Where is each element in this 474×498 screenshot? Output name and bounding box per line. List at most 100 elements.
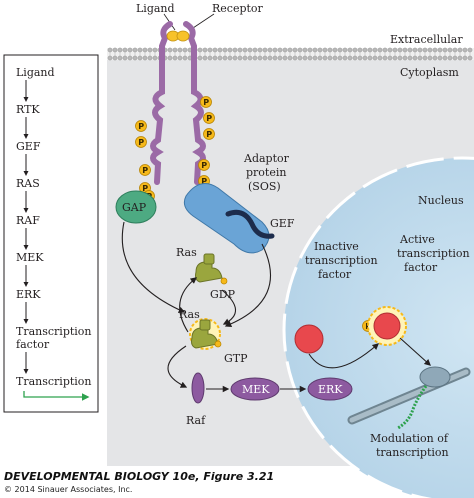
membrane-lipid-head bbox=[142, 47, 148, 53]
membrane-lipid-head bbox=[337, 47, 343, 53]
membrane-lipid-head bbox=[317, 47, 323, 53]
pathway-step-label: GEF bbox=[16, 140, 41, 153]
membrane-lipid-head bbox=[362, 55, 368, 61]
membrane-lipid-head bbox=[462, 47, 468, 53]
membrane-lipid-head bbox=[132, 47, 138, 53]
phosphate-label: P bbox=[142, 184, 148, 193]
membrane-lipid-head bbox=[347, 47, 353, 53]
membrane-lipid-head bbox=[437, 47, 443, 53]
phosphate-label: P bbox=[138, 138, 144, 147]
ras-gtp bbox=[189, 318, 222, 350]
membrane-lipid-head bbox=[432, 47, 438, 53]
membrane-lipid-head bbox=[307, 47, 313, 53]
gdp-gtp-cycle-right bbox=[221, 289, 237, 325]
active-label-3: factor bbox=[404, 261, 438, 274]
membrane-lipid-head bbox=[342, 47, 348, 53]
membrane-lipid-head bbox=[332, 47, 338, 53]
membrane-lipid-head bbox=[277, 55, 283, 61]
membrane-lipid-head bbox=[387, 47, 393, 53]
membrane-lipid-head bbox=[222, 55, 228, 61]
membrane-lipid-head bbox=[222, 47, 228, 53]
pathway-step-label: RAF bbox=[16, 214, 40, 227]
membrane-lipid-head bbox=[452, 55, 458, 61]
membrane-lipid-head bbox=[107, 55, 113, 61]
membrane-lipid-head bbox=[412, 47, 418, 53]
membrane-lipid-head bbox=[302, 47, 308, 53]
gap-protein: GAP bbox=[115, 190, 157, 224]
pathway-arrows bbox=[121, 221, 431, 393]
membrane-lipid-head bbox=[177, 55, 183, 61]
inactive-label-2: transcription bbox=[305, 254, 378, 267]
membrane-lipid-head bbox=[237, 55, 243, 61]
membrane-lipid-head bbox=[252, 55, 258, 61]
membrane-lipid-head bbox=[172, 47, 178, 53]
membrane-lipid-head bbox=[407, 55, 413, 61]
membrane-lipid-head bbox=[322, 55, 328, 61]
membrane-lipid-head bbox=[272, 55, 278, 61]
membrane-lipid-head bbox=[357, 55, 363, 61]
membrane-lipid-head bbox=[277, 47, 283, 53]
membrane-lipid-head bbox=[177, 47, 183, 53]
adaptor-label-2: protein bbox=[246, 166, 286, 179]
membrane-lipid-head bbox=[422, 47, 428, 53]
membrane-lipid-head bbox=[312, 47, 318, 53]
membrane-lipid-head bbox=[332, 55, 338, 61]
membrane-lipid-head bbox=[447, 47, 453, 53]
membrane-lipid-head bbox=[352, 47, 358, 53]
transcription-output-arrow bbox=[23, 391, 90, 401]
extracellular-label: Extracellular bbox=[390, 33, 463, 46]
mrna-strand bbox=[397, 385, 428, 430]
membrane-lipid-head bbox=[327, 47, 333, 53]
membrane-lipid-head bbox=[467, 47, 473, 53]
membrane-lipid-head bbox=[262, 55, 268, 61]
phosphate-label: P bbox=[201, 161, 207, 170]
sos-adaptor-protein bbox=[183, 183, 275, 254]
membrane-lipid-head bbox=[142, 55, 148, 61]
membrane-lipid-head bbox=[337, 55, 343, 61]
membrane-lipid-head bbox=[322, 47, 328, 53]
membrane-lipid-head bbox=[172, 55, 178, 61]
membrane-lipid-head bbox=[247, 55, 253, 61]
membrane-lipid-head bbox=[417, 47, 423, 53]
membrane-lipid-head bbox=[327, 55, 333, 61]
membrane-lipid-head bbox=[457, 47, 463, 53]
pathway-step-label: Ligand bbox=[16, 66, 55, 79]
pathway-step-label: RAS bbox=[16, 177, 40, 190]
membrane-lipid-head bbox=[107, 47, 113, 53]
membrane-lipid-head bbox=[127, 47, 133, 53]
membrane-lipid-head bbox=[347, 55, 353, 61]
membrane-lipid-head bbox=[447, 55, 453, 61]
membrane-lipid-head bbox=[467, 55, 473, 61]
membrane-lipid-head bbox=[147, 47, 153, 53]
membrane-lipid-head bbox=[232, 47, 238, 53]
receptor-label: Receptor bbox=[212, 2, 264, 15]
membrane-lipid-head bbox=[182, 55, 188, 61]
membrane-lipid-head bbox=[202, 47, 208, 53]
membrane-lipid-head bbox=[407, 47, 413, 53]
inactive-label-1: Inactive bbox=[314, 240, 359, 253]
membrane-lipid-head bbox=[392, 55, 398, 61]
membrane-lipid-head bbox=[167, 55, 173, 61]
pathway-list-box bbox=[3, 54, 99, 413]
membrane-lipid-head bbox=[272, 47, 278, 53]
membrane-lipid-head bbox=[207, 47, 213, 53]
membrane-lipid-head bbox=[237, 47, 243, 53]
membrane-lipid-head bbox=[257, 55, 263, 61]
phosphate-label: P bbox=[142, 166, 148, 175]
phosphate-group bbox=[198, 159, 210, 171]
ligand-label: Ligand bbox=[136, 2, 175, 15]
membrane-lipid-head bbox=[367, 55, 373, 61]
mek-protein: MEK bbox=[230, 377, 280, 401]
membrane-lipid-head bbox=[292, 55, 298, 61]
active-label-1: Active bbox=[399, 233, 435, 246]
adaptor-label-1: Adaptor bbox=[243, 152, 290, 165]
membrane-lipid-head bbox=[417, 55, 423, 61]
ligand bbox=[166, 30, 190, 42]
inactive-transcription-factor bbox=[294, 324, 324, 354]
membrane-lipid-head bbox=[317, 55, 323, 61]
cytoplasm-label: Cytoplasm bbox=[400, 66, 459, 79]
membrane-lipid-head bbox=[232, 55, 238, 61]
membrane-lipid-head bbox=[352, 55, 358, 61]
